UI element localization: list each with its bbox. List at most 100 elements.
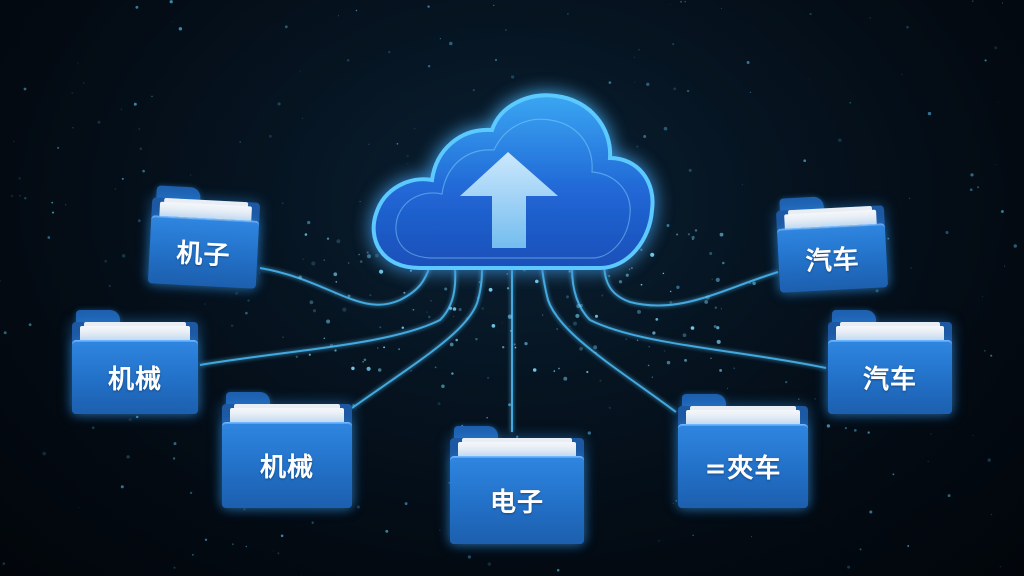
particle-dot — [268, 134, 272, 138]
particle-dot — [608, 406, 612, 410]
connection-line — [259, 265, 431, 306]
particle-dot — [23, 87, 27, 91]
particle-dot — [663, 126, 668, 131]
particle-dot — [887, 237, 890, 240]
folder-label: 机械 — [107, 365, 162, 395]
particle-dot — [672, 43, 675, 46]
folder-label: 电子 — [489, 488, 544, 518]
trail-dot — [304, 233, 308, 236]
particle-dot — [599, 379, 602, 382]
particle-dot — [13, 140, 15, 142]
particle-dot — [142, 169, 145, 173]
particle-dot — [230, 324, 234, 328]
folder-right-top[interactable]: 汽车 — [775, 196, 889, 293]
particle-dot — [169, 0, 173, 4]
folder-label: 机子 — [175, 238, 232, 272]
particle-dot — [930, 433, 932, 435]
trail-dot — [298, 275, 302, 279]
particle-dot — [515, 435, 519, 439]
particle-dot — [676, 285, 680, 289]
trail-dot — [601, 294, 604, 297]
folder-label: 机械 — [259, 453, 314, 483]
particle-dot — [994, 46, 998, 50]
trail-dot — [524, 341, 528, 346]
particle-dot — [990, 513, 993, 516]
particle-dot — [859, 548, 862, 551]
particle-dot — [245, 311, 248, 315]
particle-dot — [64, 204, 67, 206]
particle-dot — [108, 284, 111, 287]
trail-dot — [475, 337, 478, 341]
folder-label: 汽车 — [862, 365, 917, 395]
trail-dot — [488, 287, 493, 292]
trail-dot — [351, 366, 355, 371]
particle-dot — [245, 545, 248, 548]
trail-dot — [715, 277, 720, 282]
folder-right-mid[interactable]: 汽车 — [828, 310, 952, 414]
trail-dot — [323, 337, 326, 340]
particle-dot — [272, 550, 274, 552]
particle-dot — [368, 143, 370, 146]
trail-dot — [563, 376, 568, 381]
particle-dot — [281, 202, 284, 204]
folder-right-low[interactable]: =夾车 — [678, 394, 808, 508]
particle-dot — [493, 4, 495, 7]
folder-left-top[interactable]: 机子 — [147, 185, 261, 289]
particle-dot — [172, 20, 174, 23]
trail-dot — [398, 348, 400, 350]
particle-dot — [72, 127, 74, 129]
particle-dot — [172, 457, 176, 460]
particle-dot — [204, 538, 208, 542]
trail-dot — [714, 306, 717, 309]
particle-dot — [19, 195, 21, 197]
particle-dot — [247, 299, 250, 302]
trail-dot — [640, 283, 643, 286]
particle-dot — [999, 565, 1002, 568]
trail-dot — [449, 342, 454, 347]
trail-dot — [650, 252, 655, 257]
folder-left-mid[interactable]: 机械 — [72, 310, 198, 414]
particle-dot — [608, 81, 612, 84]
particle-dot — [505, 29, 507, 31]
particle-dot — [803, 159, 807, 163]
particle-dot — [672, 502, 674, 505]
particle-dot — [42, 451, 46, 456]
folder-left-low[interactable]: 机械 — [222, 392, 352, 508]
particle-dot — [10, 194, 14, 198]
particle-dot — [556, 568, 560, 572]
particle-dot — [51, 201, 54, 204]
trail-dot — [692, 238, 694, 241]
trail-dot — [666, 360, 671, 365]
trail-dot — [719, 232, 724, 237]
particle-dot — [838, 138, 842, 142]
particle-dot — [137, 219, 141, 223]
particle-dot — [77, 62, 79, 64]
trail-dot — [379, 269, 384, 274]
particle-dot — [908, 197, 911, 200]
particle-dot — [673, 87, 677, 91]
trail-dot — [690, 326, 695, 330]
particle-dot — [750, 536, 752, 538]
particle-dot — [57, 146, 60, 149]
trail-dot — [684, 358, 688, 362]
particle-dot — [995, 163, 997, 166]
trail-dot — [362, 361, 364, 363]
trail-dot — [383, 346, 386, 349]
particle-dot — [190, 174, 192, 176]
particle-dot — [1013, 244, 1018, 248]
particle-dot — [869, 510, 873, 514]
trail-dot — [662, 272, 665, 275]
particle-dot — [720, 308, 722, 310]
connection-line — [351, 267, 483, 409]
trail-dot — [553, 370, 556, 372]
trail-dot — [694, 229, 698, 232]
trail-dot — [682, 333, 687, 338]
folder-center[interactable]: 电子 — [450, 426, 584, 544]
particle-dot — [301, 574, 302, 576]
particle-dot — [356, 505, 360, 509]
trail-dot — [579, 346, 583, 351]
particle-dot — [173, 442, 177, 446]
particle-dot — [449, 41, 453, 46]
particle-dot — [243, 508, 246, 511]
